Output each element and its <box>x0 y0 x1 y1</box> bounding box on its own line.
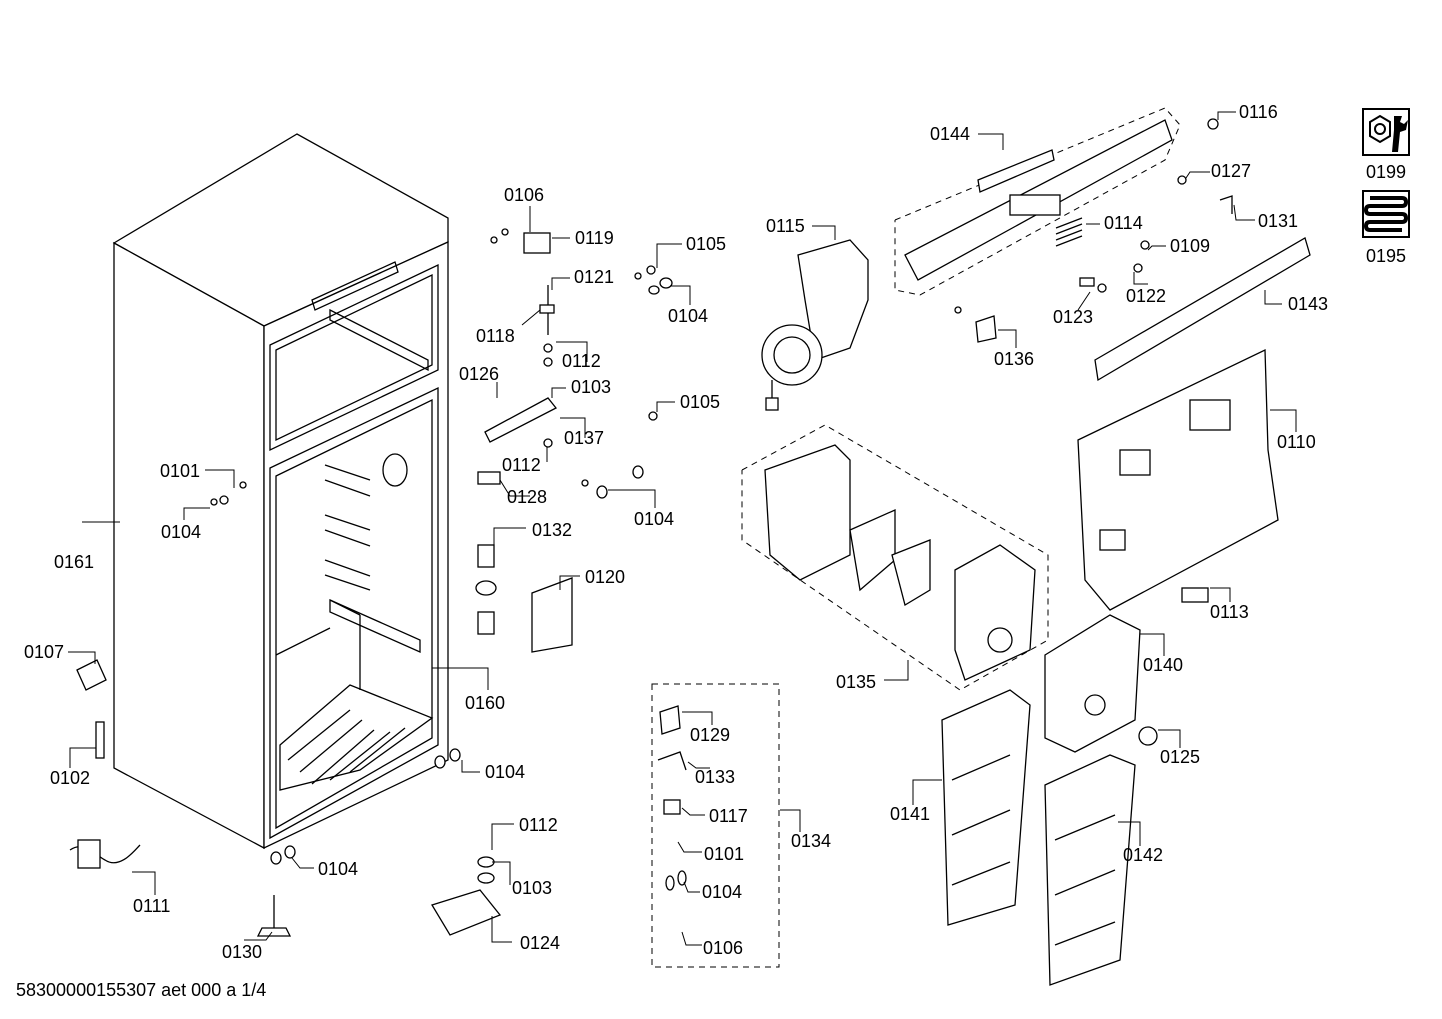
label-0136: 0136 <box>994 349 1034 369</box>
label-0105: 0105 <box>686 234 726 254</box>
label-0109: 0109 <box>1170 236 1210 256</box>
label-0125: 0125 <box>1160 747 1200 767</box>
small-parts-drawing <box>69 232 573 937</box>
label-0126: 0126 <box>459 364 499 384</box>
label-0113: 0113 <box>1210 602 1249 622</box>
label-0130: 0130 <box>222 942 262 962</box>
label-0142: 0142 <box>1123 845 1163 865</box>
label-0112: 0112 <box>502 455 541 475</box>
label-0123: 0123 <box>1053 307 1093 327</box>
legend-code-0199: 0199 <box>1365 162 1407 182</box>
label-0135: 0135 <box>836 672 876 692</box>
drawing-reference-footer: 58300000155307 aet 000 a 1/4 <box>16 980 267 1000</box>
label-0118: 0118 <box>476 326 515 346</box>
label-0134: 0134 <box>791 831 831 851</box>
label-0103: 0103 <box>571 377 611 397</box>
cabinet-drawing <box>112 133 449 850</box>
label-0161: 0161 <box>54 552 94 572</box>
label-0102: 0102 <box>50 768 90 788</box>
evaporator-cover-drawing <box>1077 348 1279 611</box>
label-0115: 0115 <box>766 216 805 236</box>
air-duct-drawing <box>741 424 1049 691</box>
label-0106: 0106 <box>703 938 743 958</box>
coil-heater-glyph <box>1363 196 1409 232</box>
fan-drawing <box>761 239 869 411</box>
label-0132: 0132 <box>532 520 572 540</box>
accessory-group-drawing <box>651 683 780 968</box>
label-0116: 0116 <box>1239 102 1278 122</box>
label-0110: 0110 <box>1277 432 1316 452</box>
label-0121: 0121 <box>574 267 614 287</box>
label-0104: 0104 <box>485 762 525 782</box>
label-0140: 0140 <box>1143 655 1183 675</box>
label-0144: 0144 <box>930 124 970 144</box>
wrench-nut-glyph <box>1369 114 1408 152</box>
wrench-nut-icon <box>1362 108 1410 156</box>
label-0114: 0114 <box>1104 213 1143 233</box>
covers-drawing <box>941 614 1158 986</box>
coil-heater-icon <box>1362 190 1410 238</box>
leader-lines <box>68 111 1297 946</box>
control-panel-drawing <box>894 107 1311 382</box>
label-0137: 0137 <box>564 428 604 448</box>
part-labels: 0106 0119 0105 0121 0104 0118 0112 0126 … <box>24 102 1328 962</box>
label-0104: 0104 <box>161 522 201 542</box>
label-0107: 0107 <box>24 642 64 662</box>
label-0105: 0105 <box>680 392 720 412</box>
label-0141: 0141 <box>890 804 930 824</box>
label-0143: 0143 <box>1288 294 1328 314</box>
label-0128: 0128 <box>507 487 547 507</box>
label-0103: 0103 <box>512 878 552 898</box>
label-0117: 0117 <box>709 806 748 826</box>
label-0127: 0127 <box>1211 161 1251 181</box>
fasteners-drawing <box>210 118 1233 865</box>
label-0133: 0133 <box>695 767 735 787</box>
label-0160: 0160 <box>465 693 505 713</box>
label-0106: 0106 <box>504 185 544 205</box>
label-0112: 0112 <box>519 815 558 835</box>
label-0104: 0104 <box>634 509 674 529</box>
label-0119: 0119 <box>575 228 614 248</box>
label-0104: 0104 <box>668 306 708 326</box>
legend-code-0195: 0195 <box>1365 246 1407 266</box>
label-0112: 0112 <box>562 351 601 371</box>
label-0120: 0120 <box>585 567 625 587</box>
label-0129: 0129 <box>690 725 730 745</box>
label-0124: 0124 <box>520 933 560 953</box>
label-0122: 0122 <box>1126 286 1166 306</box>
label-0101: 0101 <box>704 844 744 864</box>
label-0104: 0104 <box>702 882 742 902</box>
label-0101: 0101 <box>160 461 200 481</box>
label-0131: 0131 <box>1258 211 1298 231</box>
label-0111: 0111 <box>133 896 170 916</box>
label-0104: 0104 <box>318 859 358 879</box>
